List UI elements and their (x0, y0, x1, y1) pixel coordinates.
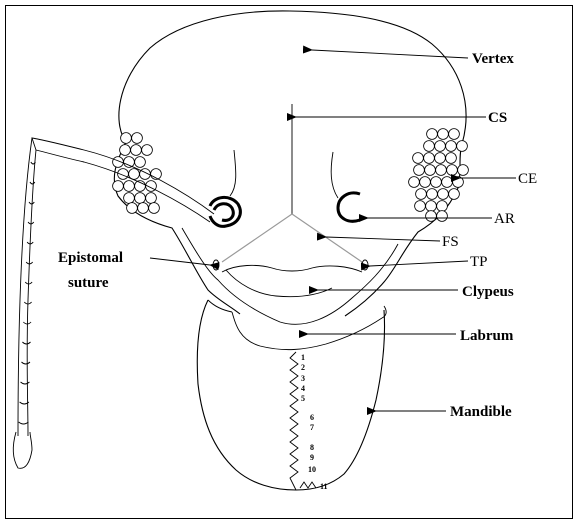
ommatidium (413, 153, 424, 164)
frontal-suture (222, 214, 362, 262)
arrow-vertex (312, 50, 468, 58)
ommatidium (427, 189, 438, 200)
ommatidium (414, 165, 425, 176)
label-mandible: Mandible (450, 404, 512, 420)
ommatidium (124, 193, 135, 204)
label-tp: TP (470, 254, 488, 270)
label-vertex: Vertex (472, 51, 514, 67)
ommatidium (135, 193, 146, 204)
antennal-socket-right (338, 193, 360, 221)
label-clypeus: Clypeus (462, 284, 514, 300)
antenna-funiculus (18, 138, 36, 436)
ommatidium (438, 189, 449, 200)
ommatidium (435, 153, 446, 164)
ommatidium (424, 153, 435, 164)
ommatidium (436, 165, 447, 176)
label-ce: CE (518, 171, 537, 187)
tentorial-pit-left (213, 260, 219, 270)
ommatidium (449, 189, 460, 200)
ommatidium (124, 181, 135, 192)
ommatidium (420, 177, 431, 188)
ommatidium (146, 193, 157, 204)
ommatidium (449, 129, 460, 140)
ommatidium (431, 177, 442, 188)
label-epistomal: Epistomal (58, 250, 123, 266)
label-suture: suture (68, 275, 109, 291)
ommatidium (127, 203, 138, 214)
label-labrum: Labrum (460, 328, 514, 344)
ommatidium (447, 165, 458, 176)
tooth-number: 9 (310, 453, 314, 462)
ommatidium (446, 141, 457, 152)
label-cs: CS (488, 110, 507, 126)
frontal-carina-right (331, 152, 338, 198)
ommatidium (426, 211, 437, 222)
mandible-right (296, 310, 385, 490)
tooth-number: 10 (308, 465, 316, 474)
tooth-number: 2 (301, 363, 305, 372)
ommatidium (457, 141, 468, 152)
ommatidium (149, 203, 160, 214)
ommatidium (124, 157, 135, 168)
antenna-club (13, 432, 32, 468)
ommatidium (142, 145, 153, 156)
ommatidium (132, 133, 143, 144)
antenna-segment (29, 202, 34, 204)
clypeus-outline (222, 265, 362, 272)
clypeus-lower (226, 270, 332, 297)
ommatidium (416, 189, 427, 200)
compound-eye-left (113, 133, 162, 214)
tooth-number: 1 (301, 353, 305, 362)
antenna-segment (19, 422, 29, 424)
ommatidium (425, 165, 436, 176)
ommatidium (131, 145, 142, 156)
ommatidium (438, 129, 449, 140)
leader-arrows (150, 50, 516, 411)
ommatidium (437, 201, 448, 212)
tooth-number: 4 (301, 384, 305, 393)
labrum-outline (232, 312, 382, 350)
ommatidium (437, 211, 448, 222)
ommatidium (138, 203, 149, 214)
tooth-number: 8 (310, 443, 314, 452)
antennal-socket-left (210, 197, 240, 226)
arrow-fs (326, 237, 440, 241)
tentorial-pit-right (362, 260, 368, 270)
ommatidium (415, 201, 426, 212)
mandible-tip-teeth (300, 482, 316, 488)
ommatidium (135, 157, 146, 168)
label-fs: FS (442, 234, 459, 250)
mandible-left (197, 300, 296, 490)
tooth-number: 3 (301, 374, 305, 383)
ommatidium (442, 177, 453, 188)
antenna-segment (22, 342, 30, 344)
tooth-numbers: 1 2 3 4 5 6 7 8 9 10 11 (301, 353, 328, 491)
antenna-segment (21, 362, 30, 364)
ommatidium (435, 141, 446, 152)
tooth-number: 11 (320, 482, 328, 491)
tooth-number: 7 (310, 423, 314, 432)
antenna-segment (21, 382, 30, 384)
ommatidium (121, 133, 132, 144)
tooth-number: 5 (301, 394, 305, 403)
epistomal-suture (182, 228, 398, 324)
mandible-teeth-margin (290, 352, 298, 490)
antenna-segment (30, 182, 35, 184)
frontal-carina-left (230, 150, 236, 196)
label-ar: AR (494, 211, 515, 227)
arrow-tp (370, 261, 468, 266)
ommatidium (427, 129, 438, 140)
ommatidium (424, 141, 435, 152)
ommatidium (426, 201, 437, 212)
ommatidium (113, 181, 124, 192)
ommatidium (446, 153, 457, 164)
ommatidium (458, 165, 469, 176)
tooth-number: 6 (310, 413, 314, 422)
head-left-side (114, 142, 240, 314)
head-capsule-outline (119, 11, 466, 316)
ommatidium (120, 145, 131, 156)
ommatidium (409, 177, 420, 188)
